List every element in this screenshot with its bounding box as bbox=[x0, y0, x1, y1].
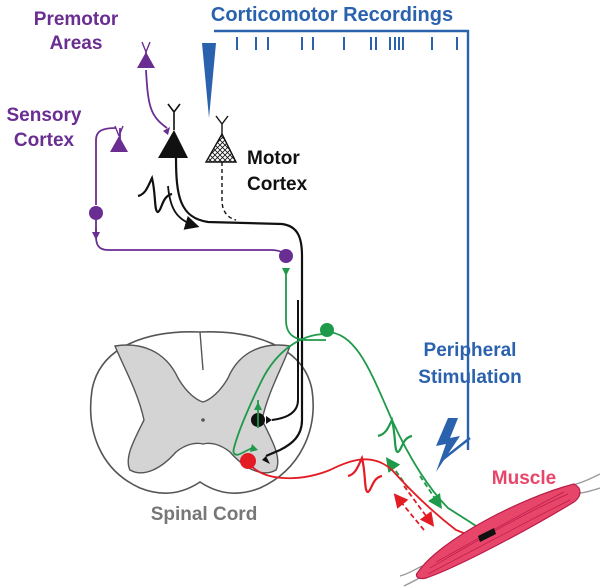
corticospinal-branch bbox=[271, 300, 299, 421]
muscle-label: Muscle bbox=[492, 468, 556, 489]
red-antidromic-arrow bbox=[393, 493, 425, 531]
sensory-label-line2: Cortex bbox=[14, 130, 75, 151]
recording-wire bbox=[214, 29, 470, 450]
motor-action-potential-icon bbox=[137, 174, 173, 214]
premotor-label-line2: Areas bbox=[50, 33, 103, 54]
red-action-potential-icon bbox=[347, 454, 383, 494]
spinal-cord-dorsal-fissure bbox=[199, 331, 204, 371]
spinal-motoneuron bbox=[240, 453, 256, 469]
peripheral-label: Peripheral bbox=[424, 340, 517, 361]
green-action-potential-icon bbox=[377, 416, 413, 454]
spinal-sensory-cell bbox=[279, 249, 293, 263]
corticospinal-tract bbox=[174, 157, 304, 458]
sensory-cortex-neuron bbox=[110, 136, 128, 152]
lightning-bolt-icon bbox=[436, 418, 460, 472]
stimulation-wire bbox=[441, 437, 471, 461]
spinal-cord bbox=[89, 331, 314, 494]
premotor-label: Premotor bbox=[34, 9, 119, 30]
motor-cortex-neurons bbox=[158, 103, 238, 221]
motor-cortex-label-line2: Cortex bbox=[247, 174, 308, 195]
recording-spike-train bbox=[236, 37, 458, 50]
recording-apparatus bbox=[202, 29, 471, 472]
sensory-label: Sensory bbox=[7, 105, 82, 126]
black-terminal-to-motoneuron bbox=[262, 456, 270, 464]
motor-cortex-label: Motor bbox=[247, 148, 300, 169]
recording-electrode-icon bbox=[202, 43, 216, 118]
spinal-cord-gray-matter bbox=[114, 344, 291, 474]
recordings-label: Corticomotor Recordings bbox=[211, 4, 453, 26]
muscle-belly bbox=[415, 483, 581, 580]
antidromic-arrow bbox=[167, 185, 200, 230]
red-orthodromic-arrow bbox=[403, 485, 435, 527]
pyramidal-neuron-black bbox=[158, 130, 188, 158]
endplate bbox=[478, 528, 496, 542]
green-orthodromic-arrow bbox=[385, 457, 409, 489]
purple-cells bbox=[89, 41, 293, 263]
spinal-cord-label: Spinal Cord bbox=[151, 504, 258, 525]
hatched-neuron-axon bbox=[221, 162, 237, 221]
central-canal bbox=[201, 418, 205, 422]
green-antidromic-arrow bbox=[419, 475, 442, 509]
green-dorsal-root-ganglion bbox=[320, 323, 334, 337]
peripheral-label-line2: Stimulation bbox=[418, 367, 521, 388]
red-motor-axon bbox=[247, 458, 477, 539]
sensory-ganglion-cell bbox=[89, 206, 103, 220]
premotor-neuron bbox=[137, 52, 155, 68]
muscle bbox=[399, 473, 600, 587]
pyramidal-neuron-hatched bbox=[204, 132, 238, 163]
